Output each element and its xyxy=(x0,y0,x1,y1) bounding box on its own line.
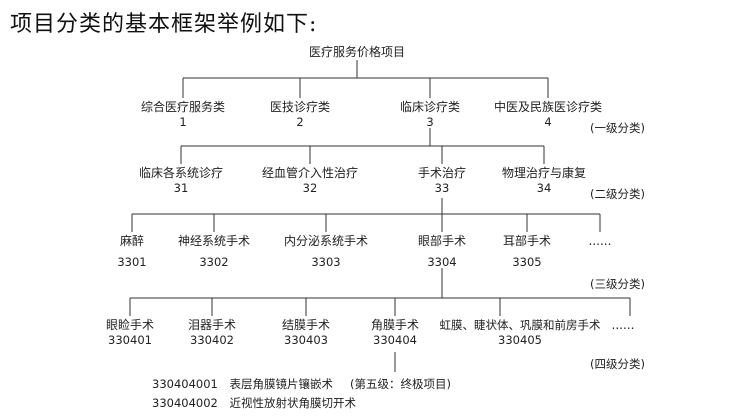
level4-node: 眼睑手术 330401 xyxy=(95,318,165,348)
node-code: 32 xyxy=(302,181,318,195)
node-label: 眼睑手术 xyxy=(105,318,154,332)
node-label: 临床诊疗类 xyxy=(399,100,460,114)
node-code: 1 xyxy=(179,115,187,129)
node-label: 医技诊疗类 xyxy=(269,100,330,114)
node-label: 泪器手术 xyxy=(187,318,236,332)
node-code: 2 xyxy=(296,115,304,129)
node-label: 结膜手术 xyxy=(281,318,330,332)
node-label: 神经系统手术 xyxy=(177,234,250,248)
level4-node: 结膜手术 330403 xyxy=(271,318,341,348)
node-code: 3301 xyxy=(117,255,147,269)
node-label: 经血管介入性治疗 xyxy=(261,166,358,180)
item-name: 表层角膜镜片镶嵌术 xyxy=(229,377,334,391)
node-code: 34 xyxy=(536,181,552,195)
level3-node: 耳部手术 3305 xyxy=(492,234,562,270)
level4-tag: (四级分类) xyxy=(590,357,645,371)
node-label: 物理治疗与康复 xyxy=(501,166,586,180)
node-code: 330403 xyxy=(284,333,328,347)
node-code: 330405 xyxy=(498,333,542,347)
node-label: 耳部手术 xyxy=(502,234,551,248)
node-code: 4 xyxy=(544,115,552,129)
item-code: 330404001 xyxy=(152,377,218,391)
level3-node: 眼部手术 3304 xyxy=(402,234,482,270)
node-label: 综合医疗服务类 xyxy=(140,100,225,114)
level3-node: 内分泌系统手术 3303 xyxy=(271,234,381,270)
level3-node: 麻醉 3301 xyxy=(97,234,167,270)
root-node: 医疗服务价格项目 xyxy=(300,45,414,60)
level4-node: 泪器手术 330402 xyxy=(177,318,247,348)
level5-item: 330404001 表层角膜镜片镶嵌术 xyxy=(152,376,333,392)
level2-tag: (二级分类) xyxy=(590,187,645,201)
node-code: 3305 xyxy=(512,255,542,269)
node-code: 3 xyxy=(426,115,434,129)
node-label: 中医及民族医诊疗类 xyxy=(493,100,602,114)
level4-node: 角膜手术 330404 xyxy=(360,318,430,348)
level1-node: 临床诊疗类 3 xyxy=(380,100,480,130)
node-code: 3303 xyxy=(311,255,341,269)
node-label: ...... xyxy=(588,234,612,248)
item-name: 近视性放射状角膜切开术 xyxy=(229,396,357,410)
node-code: 31 xyxy=(173,181,189,195)
level2-node: 临床各系统诊疗 31 xyxy=(121,166,241,196)
level1-node: 医技诊疗类 2 xyxy=(250,100,350,130)
level4-node: 虹膜、睫状体、巩膜和前房手术 330405 xyxy=(432,318,608,348)
level4-ellipsis: ...... xyxy=(608,318,638,333)
node-label: ...... xyxy=(611,318,635,332)
node-code: 3304 xyxy=(427,255,457,269)
node-label: 角膜手术 xyxy=(370,318,419,332)
level5-item: 330404002 近视性放射状角膜切开术 xyxy=(152,395,356,411)
level1-node: 中医及民族医诊疗类 4 xyxy=(488,100,608,130)
level3-node: 神经系统手术 3302 xyxy=(169,234,259,270)
node-code: 3302 xyxy=(199,255,229,269)
node-label: 临床各系统诊疗 xyxy=(138,166,223,180)
level1-node: 综合医疗服务类 1 xyxy=(123,100,243,130)
node-label: 虹膜、睫状体、巩膜和前房手术 xyxy=(439,318,601,332)
level2-node: 经血管介入性治疗 32 xyxy=(250,166,370,196)
node-code: 330401 xyxy=(108,333,152,347)
node-label: 眼部手术 xyxy=(417,234,466,248)
level3-ellipsis: ...... xyxy=(578,234,622,249)
node-label: 麻醉 xyxy=(119,234,144,248)
node-code: 33 xyxy=(434,181,450,195)
level2-node: 手术治疗 33 xyxy=(392,166,492,196)
node-label: 内分泌系统手术 xyxy=(283,234,368,248)
page-heading: 项目分类的基本框架举例如下: xyxy=(10,12,318,37)
level2-node: 物理治疗与康复 34 xyxy=(484,166,604,196)
level3-tag: (三级分类) xyxy=(590,277,645,291)
level1-tag: (一级分类) xyxy=(590,121,645,135)
item-code: 330404002 xyxy=(152,396,218,410)
node-code: 330404 xyxy=(373,333,417,347)
level5-tag: (第五级：终极项目) xyxy=(350,377,451,391)
root-label: 医疗服务价格项目 xyxy=(308,45,405,59)
node-code: 330402 xyxy=(190,333,234,347)
node-label: 手术治疗 xyxy=(417,166,466,180)
